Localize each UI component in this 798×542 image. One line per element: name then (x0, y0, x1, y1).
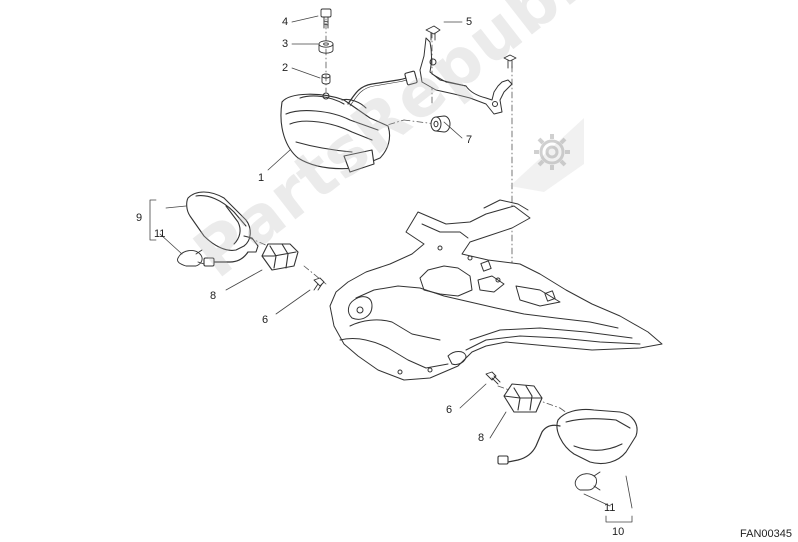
callout-6-lower: 6 (446, 404, 453, 416)
callout-2: 2 (282, 62, 289, 74)
right-spacer (503, 383, 543, 413)
tail-light-unit (280, 70, 418, 173)
callout-5: 5 (466, 16, 473, 28)
callout-8-upper: 8 (210, 290, 217, 302)
leader-lines (149, 15, 633, 523)
callout-10: 10 (612, 526, 625, 538)
left-turn-signal (186, 191, 259, 267)
right-turn-signal (497, 408, 638, 465)
left-bolt (313, 277, 325, 291)
tail-light-washer (318, 40, 334, 54)
callout-3: 3 (282, 38, 289, 50)
left-spacer (261, 243, 299, 271)
bracket-bolt-right (503, 54, 517, 69)
callout-8-lower: 8 (478, 432, 485, 444)
tail-light-bracket (419, 37, 513, 115)
callout-9: 9 (136, 212, 143, 224)
callout-1: 1 (258, 172, 265, 184)
left-turn-bulb (177, 249, 205, 267)
tail-light-screw (320, 8, 332, 29)
rubber-bush (430, 115, 451, 133)
diagram-reference-code: FAN00345 (740, 528, 792, 540)
tail-light-grommet (321, 73, 331, 85)
rear-mudguard (329, 199, 663, 381)
bracket-bolt (425, 25, 441, 41)
callout-7: 7 (466, 134, 473, 146)
gear-icon (510, 118, 584, 192)
callout-11-upper: 11 (154, 228, 166, 240)
callout-4: 4 (282, 16, 289, 28)
callout-11-lower: 11 (604, 502, 616, 514)
right-turn-bulb (574, 471, 601, 491)
callout-6-upper: 6 (262, 314, 269, 326)
right-bolt (485, 371, 501, 385)
